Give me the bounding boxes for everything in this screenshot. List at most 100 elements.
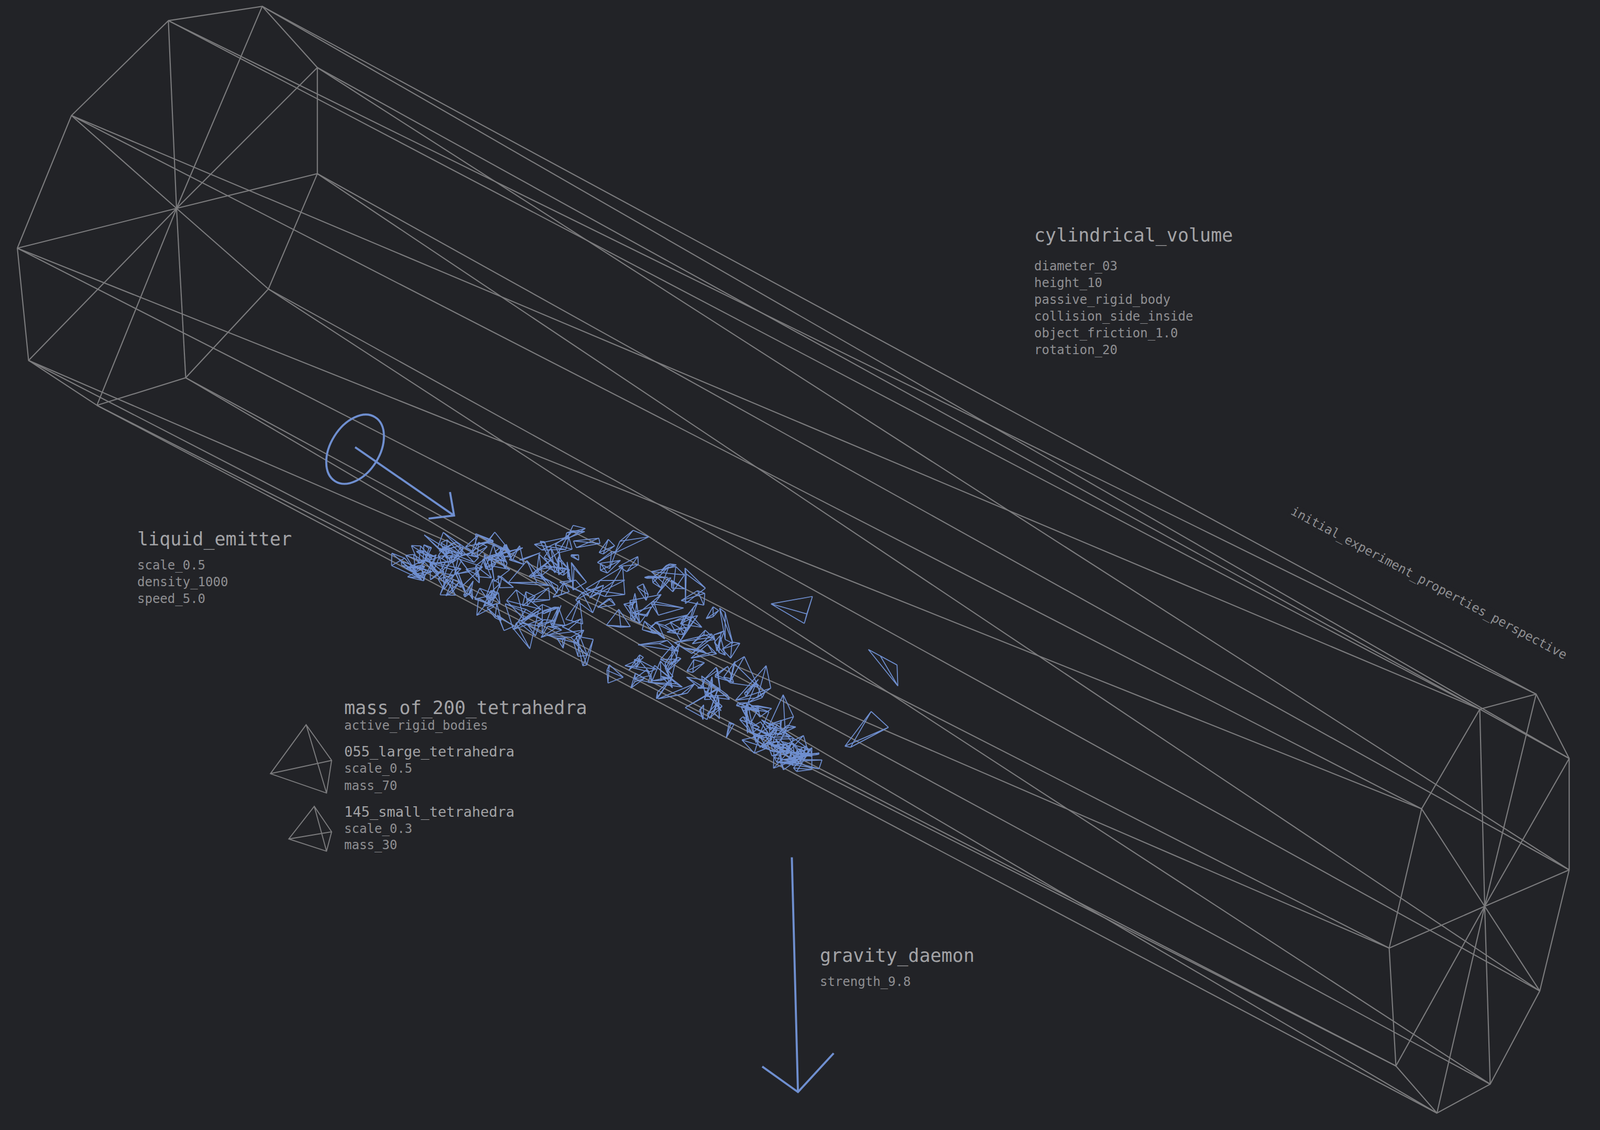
object-heading: gravity_daemon [818, 944, 977, 967]
tetrahedron [681, 590, 705, 606]
cap-spoke [176, 208, 186, 378]
tetrahedron [637, 584, 649, 601]
cap-spoke [1480, 709, 1485, 907]
tetrahedron [497, 575, 514, 588]
tetrahedron [656, 680, 671, 699]
cylinder-edge [262, 6, 1537, 695]
cap-spoke [1484, 906, 1540, 992]
tetrahedron [748, 683, 766, 704]
cap-spoke [1484, 869, 1570, 907]
large-tetrahedron-icon [270, 724, 332, 793]
cylinder-edge [317, 67, 1570, 759]
tetrahedron [508, 560, 550, 586]
tetrahedron [567, 562, 572, 582]
liquid-emitter-symbol [314, 404, 455, 519]
cylinder-cap [1389, 694, 1570, 1114]
tetrahedron [562, 618, 582, 637]
tetrahedron [683, 648, 707, 654]
tetrahedron [521, 604, 552, 634]
tetrahedron [722, 642, 741, 659]
tetrahedron [530, 575, 547, 581]
tetrahedron [454, 557, 470, 575]
tetrahedron [526, 587, 550, 602]
tetrahedron [660, 645, 678, 665]
tetrahedron [483, 590, 500, 607]
tetrahedron [606, 664, 623, 684]
tetrahedron [739, 716, 760, 734]
tetrahedron [585, 566, 625, 597]
tetrahedron [463, 581, 474, 598]
group-heading: 055_large_tetrahedra [342, 742, 517, 761]
tetrahedron [628, 654, 644, 671]
group-heading: 145_small_tetrahedra [342, 803, 517, 821]
tetrahedron [456, 571, 466, 592]
property-value: mass_70 [342, 778, 399, 795]
property-value: height_10 [1032, 275, 1104, 292]
tetrahedron [671, 579, 685, 589]
property-value: active_rigid_bodies [342, 718, 490, 734]
tetrahedron [519, 552, 541, 561]
tetrahedron [652, 566, 669, 588]
tetrahedron [495, 548, 508, 569]
cylinder-edge [28, 360, 1397, 1067]
tetrahedron [440, 579, 456, 596]
property-value: passive_rigid_body [1032, 292, 1172, 309]
tetrahedron [571, 554, 579, 561]
tetrahedron-icons [270, 724, 332, 852]
tetrahedron [406, 565, 425, 568]
face-diagonal [96, 405, 1396, 1067]
tetrahedron [598, 539, 615, 555]
tetrahedron [543, 607, 560, 615]
tetrahedron [746, 730, 765, 740]
tetrahedron [845, 711, 889, 748]
property-value: collision_side_inside [1032, 309, 1195, 325]
object-heading: liquid_emitter [135, 528, 294, 551]
tetrahedron [706, 606, 719, 619]
cap-spoke [176, 208, 269, 290]
cylinder-edge [168, 20, 1480, 709]
tetrahedron [686, 659, 705, 673]
tetrahedron [513, 610, 539, 649]
cylinder-wireframe [17, 6, 1570, 1114]
tetrahedron [729, 656, 759, 687]
tetrahedron [707, 702, 723, 719]
tetrahedron [723, 661, 736, 683]
tetrahedron [686, 677, 705, 689]
cap-spoke [176, 67, 318, 209]
tetrahedron [573, 634, 588, 657]
cap-spoke [176, 173, 318, 209]
cylinder-edge [317, 173, 1570, 871]
cap-spoke [1395, 906, 1485, 1067]
property-value: object_friction_1.0 [1032, 325, 1180, 342]
tetrahedron [575, 585, 604, 613]
cap-spoke [1484, 906, 1491, 1084]
cap-spoke [28, 208, 177, 361]
face-diagonal [268, 289, 1490, 1085]
tetrahedron [412, 566, 433, 577]
object-heading: cylindrical_volume [1032, 224, 1235, 247]
tetrahedron [714, 635, 726, 655]
tetrahedron [648, 665, 683, 687]
cylinder-edge [185, 377, 1490, 1084]
tetrahedron [615, 530, 650, 553]
tetrahedron [776, 725, 796, 736]
tetrahedron [487, 532, 511, 553]
property-value: speed_5.0 [135, 591, 207, 608]
tetrahedron [606, 609, 631, 628]
tetrahedron [497, 615, 514, 631]
tetrahedron [565, 599, 584, 624]
tetrahedron [868, 649, 898, 687]
tetrahedron [437, 546, 460, 563]
tetrahedron [571, 562, 587, 591]
tetrahedron [699, 705, 704, 720]
tetrahedron [735, 665, 771, 701]
tetrahedron [792, 748, 802, 766]
cap-spoke [1389, 906, 1485, 949]
tetrahedron [704, 676, 713, 700]
tetrahedron [788, 750, 792, 761]
tetrahedron [766, 720, 782, 730]
face-diagonal [317, 67, 1570, 870]
tetrahedron [770, 743, 792, 750]
